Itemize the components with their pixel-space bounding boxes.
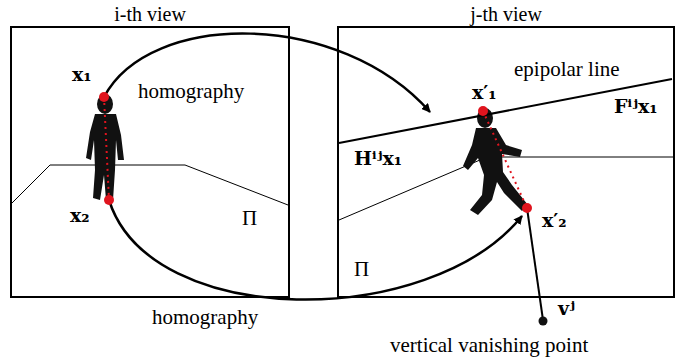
homography-arrow xyxy=(104,34,430,112)
epipolar-line xyxy=(339,79,672,143)
math-label: x₂ xyxy=(68,205,92,226)
person-silhouette xyxy=(86,94,124,200)
ground-outline xyxy=(10,165,288,205)
vertical-line xyxy=(104,97,109,200)
text-label: Π xyxy=(352,258,371,281)
view-title: i-th view xyxy=(12,3,288,26)
math-label: x₁ xyxy=(70,64,94,85)
view-title: j-th view xyxy=(339,3,673,26)
math-label: x′₂ xyxy=(540,210,569,231)
math-label: Fⁱʲx₁ xyxy=(612,96,660,117)
vanishing-point xyxy=(539,317,548,326)
text-label: epipolar line xyxy=(512,58,622,81)
text-label: homography xyxy=(136,80,246,103)
math-label: Hⁱʲx₁ xyxy=(352,148,404,169)
homography-arrow xyxy=(109,200,522,300)
text-label: Π xyxy=(240,207,259,230)
math-label: x′₁ xyxy=(470,82,499,103)
person-silhouette xyxy=(463,108,528,215)
math-label: vʲ xyxy=(556,298,577,319)
text-label: vertical vanishing point xyxy=(388,334,590,357)
view-frame: i-th view xyxy=(10,26,290,298)
vertical-line xyxy=(483,111,527,208)
image-point xyxy=(99,92,532,213)
text-label: homography xyxy=(150,306,260,329)
